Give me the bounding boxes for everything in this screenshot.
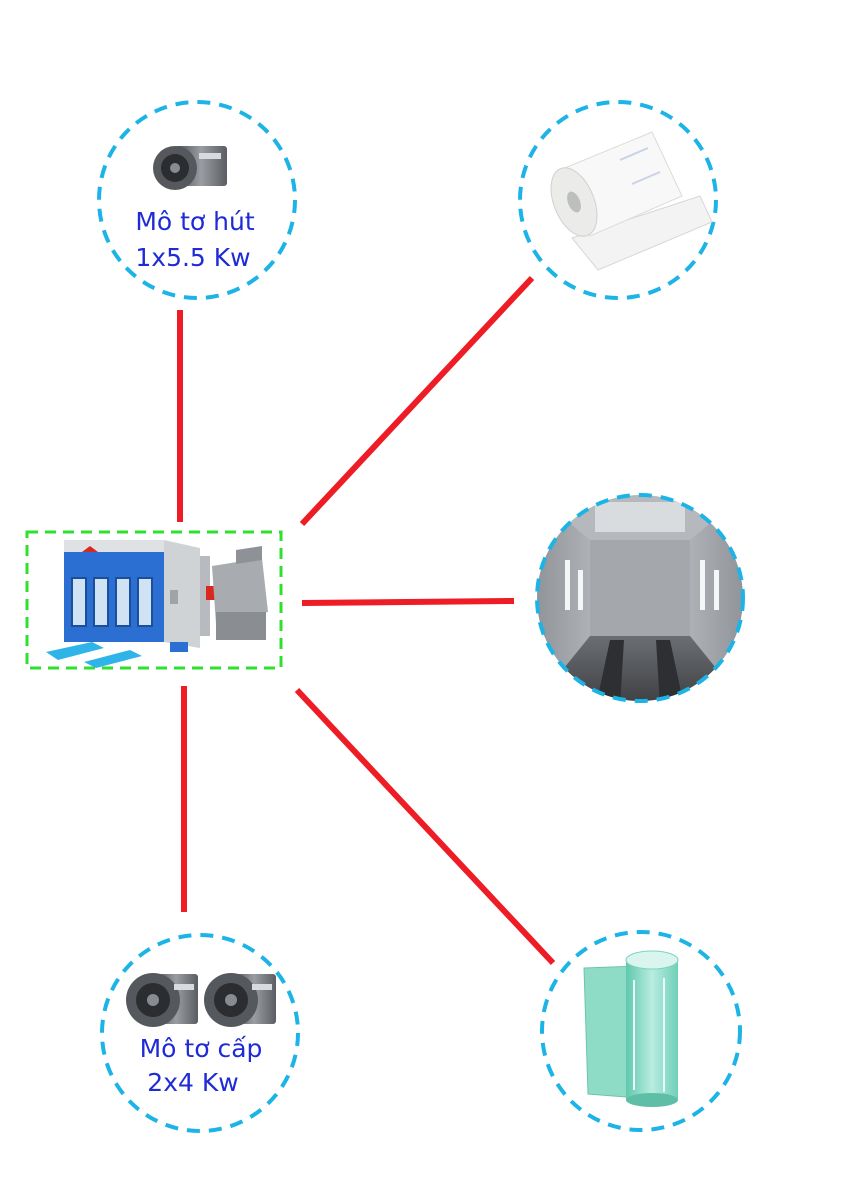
node-label-line2: 1x5.5 Kw [135,243,250,272]
spray-booth-icon [46,540,268,668]
node-label-line1: Mô tơ cấp [140,1034,263,1063]
node-ceiling-filter [518,100,718,300]
node-label-line2: 2x4 Kw [147,1068,238,1097]
blower-fan-icon [126,973,198,1027]
node-circle [97,100,297,300]
filter-roll-icon [550,131,713,271]
node-circle [100,933,300,1133]
booth-interior-icon [537,495,743,701]
node-center-booth [25,530,283,670]
connector-floor-filter [294,687,556,966]
node-floor-filter [540,930,742,1132]
connector-booth-interior [301,598,515,606]
connectors [177,275,556,966]
fiberglass-filter-roll-icon [583,950,679,1107]
node-booth-interior [535,493,745,703]
node-label-line1: Mô tơ hút [135,207,255,236]
node-exhaust-motor: Mô tơ hút 1x5.5 Kw [97,100,297,300]
node-circle [535,493,745,703]
blower-fan-icon [153,146,227,190]
node-supply-motor: Mô tơ cấp 2x4 Kw [100,933,300,1133]
connector-ceiling-filter [299,275,535,527]
blower-fan-icon [204,973,276,1027]
